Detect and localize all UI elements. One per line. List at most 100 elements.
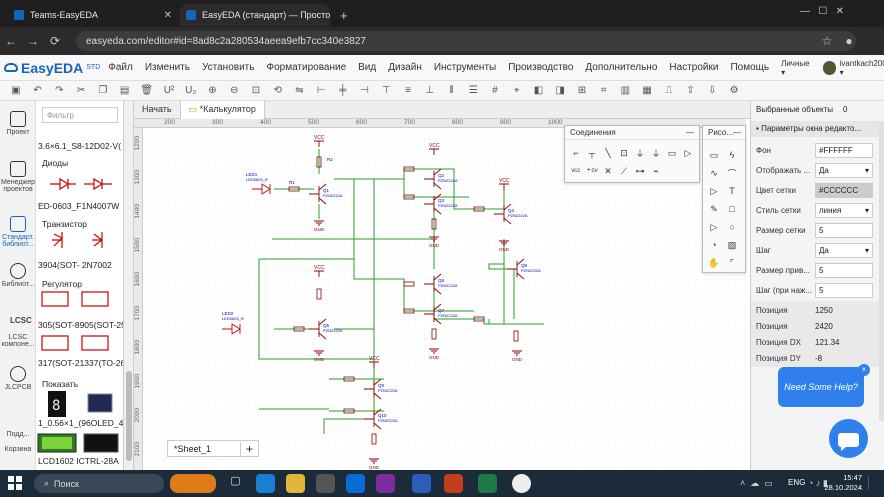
connection-tool-icon[interactable]: ⌁	[653, 165, 659, 176]
windows-start-icon[interactable]	[8, 476, 22, 490]
avatar[interactable]	[823, 60, 836, 75]
settings-icon[interactable]: ⚙	[729, 85, 739, 96]
connection-tool-icon[interactable]: ⟋	[620, 165, 628, 176]
powerpoint-icon[interactable]	[444, 474, 463, 493]
address-bar[interactable]: easyeda.com/editor#id=8ad8c2a280534aeea9…	[76, 31, 856, 51]
param-value[interactable]: #CCCCCC	[815, 182, 873, 198]
nav-library[interactable]: Библиот...	[0, 263, 36, 288]
delete-icon[interactable]: 🗑	[140, 85, 154, 96]
convert-pcb-icon[interactable]: ▦	[642, 85, 652, 96]
scroll-thumb[interactable]	[126, 371, 132, 461]
gnd-symbol-7[interactable]	[369, 458, 379, 464]
clock[interactable]: 15:47 28.10.2024	[812, 473, 862, 493]
minimize-button[interactable]: —	[686, 128, 694, 137]
draw-tool-icon[interactable]: ▨	[727, 239, 737, 250]
draw-tool-icon[interactable]: ⌒	[727, 168, 737, 179]
bom-icon[interactable]: ▥	[620, 85, 631, 96]
transistor-10[interactable]	[364, 408, 382, 430]
paste-icon[interactable]: ▤	[119, 85, 130, 96]
resistor-13[interactable]	[513, 330, 519, 342]
redo-icon[interactable]: ↷	[55, 85, 64, 96]
language-indicator[interactable]: ENG	[788, 478, 806, 487]
connection-tool-icon[interactable]: ⁺⁵ᵛ	[586, 165, 598, 176]
rotate-icon[interactable]: ⟲	[273, 85, 282, 96]
resistor-7[interactable]	[316, 288, 322, 300]
library-category[interactable]: Регулятор	[42, 279, 83, 289]
layers-icon[interactable]: ⊞	[577, 85, 587, 96]
tab-calculator[interactable]: ▭ *Калькулятор	[180, 101, 265, 119]
notification-icon[interactable]	[868, 476, 878, 490]
library-category[interactable]: Диоды	[42, 158, 69, 168]
resistor-16[interactable]	[343, 408, 355, 414]
resistor-10[interactable]	[403, 281, 415, 287]
chrome-icon[interactable]	[512, 474, 531, 493]
profile-icon[interactable]: ●	[845, 34, 853, 48]
mail-icon[interactable]	[346, 474, 365, 493]
store-icon[interactable]	[316, 474, 335, 493]
nav-support[interactable]: Подд...	[0, 431, 36, 438]
gnd-symbol-4[interactable]	[314, 350, 324, 356]
forward-icon[interactable]: →	[27, 34, 39, 48]
export-icon[interactable]: ⇩	[708, 85, 717, 96]
resistor-6[interactable]	[473, 206, 485, 212]
transistor-2[interactable]	[424, 168, 442, 190]
nav-project-manager[interactable]: Менеджер проектов	[0, 161, 36, 193]
gnd-symbol-5[interactable]	[429, 348, 439, 354]
explorer-icon[interactable]	[286, 474, 305, 493]
send-back-icon[interactable]: ◨	[555, 85, 565, 96]
menu-item-4[interactable]: Вид	[358, 62, 377, 73]
library-item[interactable]: LCD1602 ICTRL-28A	[38, 456, 119, 466]
flip-icon[interactable]: ⇋	[295, 85, 304, 96]
section-header[interactable]: ▪ Параметры окна редакто...	[751, 121, 884, 137]
resistor-12[interactable]	[473, 316, 485, 322]
menu-item-0[interactable]: Файл	[108, 62, 133, 73]
draw-tool-icon[interactable]: ▷	[710, 221, 718, 232]
nav-jlcpcb[interactable]: JLCPCB	[0, 366, 36, 391]
param-value[interactable]: 5	[815, 222, 873, 238]
library-item[interactable]: 305(SOT-8905(SOT-252	[38, 320, 124, 330]
tray-icons[interactable]: ˄ ☁ ▭	[740, 478, 773, 488]
vcc-symbol-5[interactable]	[369, 361, 379, 368]
resistor-3[interactable]	[431, 218, 437, 230]
bring-front-icon[interactable]: ◧	[533, 85, 544, 96]
gnd-symbol-6[interactable]	[512, 350, 522, 356]
browser-tab-teams[interactable]: Teams-EasyEDA ✕	[8, 4, 178, 26]
vcc-symbol-1[interactable]	[314, 140, 324, 147]
widgets-icon[interactable]	[170, 474, 216, 493]
connection-tool-icon[interactable]: ▭	[667, 147, 677, 158]
connection-tool-icon[interactable]: ╲	[605, 147, 611, 158]
add-sheet-button[interactable]: +	[239, 441, 258, 456]
led1-symbol[interactable]	[252, 183, 271, 195]
param-value[interactable]: Да	[815, 162, 873, 178]
connection-tool-icon[interactable]: ⊡	[620, 147, 628, 158]
word-icon[interactable]	[412, 474, 431, 493]
vcc-symbol-4[interactable]	[314, 270, 324, 277]
save-icon[interactable]: ▣	[11, 85, 21, 96]
menu-item-1[interactable]: Изменить	[144, 62, 190, 73]
draw-tool-icon[interactable]: ∿	[710, 167, 718, 178]
nav-lcsc[interactable]: LCSC LCSC компоне...	[0, 316, 36, 348]
align-top-icon[interactable]: ⊤	[381, 85, 391, 96]
resistor-2[interactable]	[288, 186, 300, 192]
account-mode-select[interactable]: Личные ▾	[781, 58, 810, 77]
simulate-icon[interactable]: ⎍	[665, 85, 673, 96]
library-scrollbar[interactable]	[124, 101, 134, 470]
transistor-7[interactable]	[424, 303, 442, 325]
transistor-3[interactable]	[424, 193, 442, 215]
help-close-button[interactable]: ×	[858, 364, 870, 376]
menu-item-9[interactable]: Настройки	[669, 62, 719, 73]
close-icon[interactable]: ✕	[163, 9, 172, 21]
menu-item-5[interactable]: Дизайн	[388, 62, 422, 73]
zoom-out-icon[interactable]: ⊖	[229, 85, 239, 96]
cut-icon[interactable]: ✂	[76, 85, 86, 96]
resistor-8[interactable]	[293, 326, 305, 332]
transistor-9[interactable]	[364, 378, 382, 400]
resistor-15[interactable]	[343, 376, 355, 382]
distribute-v-icon[interactable]: ☰	[468, 85, 478, 96]
library-item[interactable]: 3.6×6.1_S8-12D02-V(	[38, 141, 121, 151]
grid-icon[interactable]: #	[492, 85, 498, 96]
vcc-symbol-2[interactable]	[429, 148, 439, 155]
taskbar-search[interactable]: ⌕ Поиск	[34, 474, 164, 493]
subscript-icon[interactable]: U₂	[185, 85, 197, 96]
connection-tool-icon[interactable]: ▷	[684, 147, 692, 158]
